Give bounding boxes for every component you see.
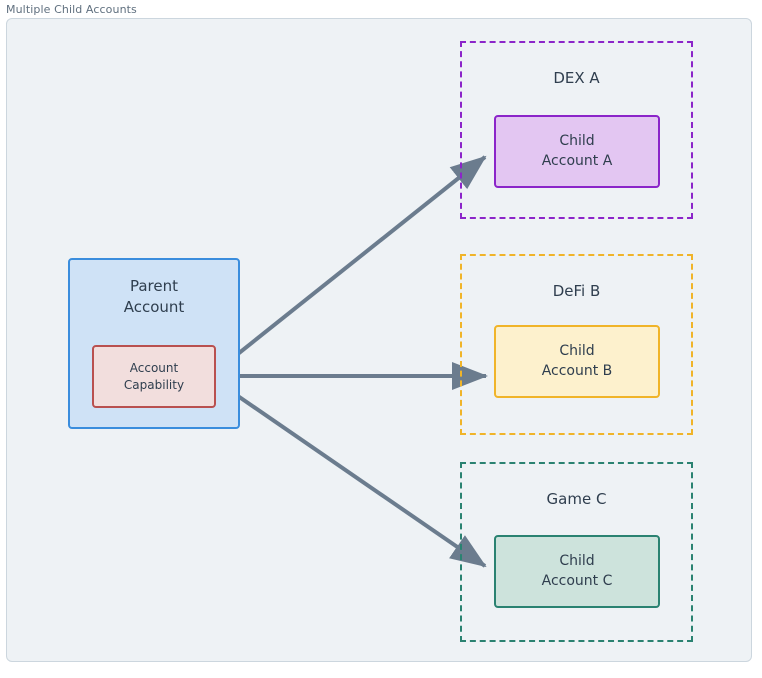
group-defi-b: DeFi B: [460, 254, 693, 435]
child-account-a-label: Child Account A: [541, 133, 613, 169]
child-account-a-box[interactable]: Child Account A: [494, 115, 660, 188]
child-account-b-label: Child Account B: [541, 343, 613, 379]
parent-account-title: Parent Account: [123, 277, 185, 317]
group-dex-a: DEX A: [460, 41, 693, 219]
child-account-c-label: Child Account C: [541, 553, 613, 589]
child-account-b-box[interactable]: Child Account B: [494, 325, 660, 398]
group-game-c-title: Game C: [546, 490, 607, 508]
child-account-c-box[interactable]: Child Account C: [494, 535, 660, 608]
group-game-c: Game C: [460, 462, 693, 642]
diagram-frame-label: Multiple Child Accounts: [6, 3, 137, 16]
account-capability-label: Account Capability: [123, 360, 185, 392]
group-dex-a-title: DEX A: [553, 69, 600, 87]
account-capability-box[interactable]: Account Capability: [92, 345, 216, 408]
group-defi-b-title: DeFi B: [552, 282, 601, 300]
